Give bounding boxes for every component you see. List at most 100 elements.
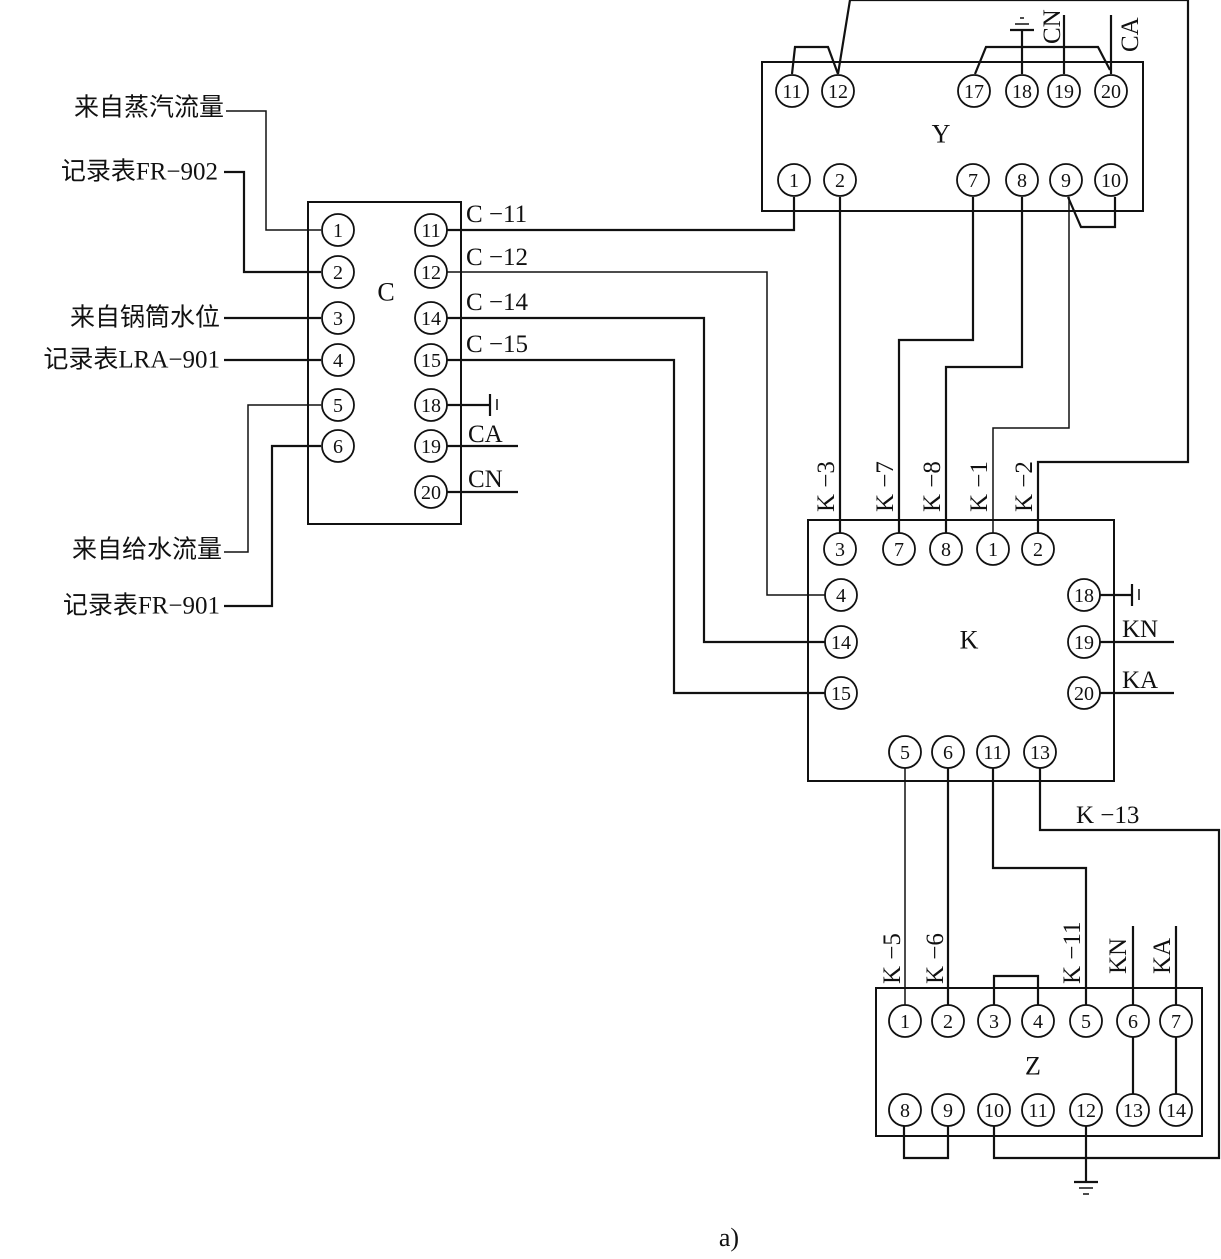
terminal-k-18: 18: [1067, 578, 1101, 612]
terminal-number: 8: [1017, 170, 1027, 192]
terminal-z-5: 5: [1069, 1004, 1103, 1038]
terminal-c-11: 11: [414, 213, 448, 247]
terminal-number: 7: [894, 539, 904, 561]
wire-label-c12: C −12: [466, 244, 528, 271]
terminal-y-18: 18: [1005, 74, 1039, 108]
source-label-feedwater-flow: 来自给水流量: [72, 536, 222, 564]
wire-label-cn: CN: [468, 466, 503, 493]
terminal-k-1: 1: [976, 532, 1010, 566]
terminal-circle: [1005, 163, 1039, 197]
terminal-circle: [1067, 625, 1101, 659]
terminal-c-2: 2: [321, 255, 355, 289]
terminal-c-1: 1: [321, 213, 355, 247]
terminal-circle: [1159, 1004, 1193, 1038]
terminal-y-7: 7: [956, 163, 990, 197]
device-c-right-terminals: 11 12 14 15 18 19 20: [414, 213, 448, 509]
terminal-circle: [823, 163, 857, 197]
terminal-y-9: 9: [1049, 163, 1083, 197]
terminal-circle: [1049, 163, 1083, 197]
terminal-c-6: 6: [321, 429, 355, 463]
wire-y9-k1: [992, 197, 1070, 533]
wire-k11-z5: [991, 768, 1088, 1008]
terminal-circle: [1094, 163, 1128, 197]
wire-y7-k7: [897, 197, 975, 533]
terminal-c-12: 12: [414, 255, 448, 289]
wire-y8-k8: [944, 197, 1024, 533]
terminal-c-15: 15: [414, 343, 448, 377]
terminal-number: 19: [1074, 632, 1094, 654]
terminal-circle: [888, 1004, 922, 1038]
device-k-box: [807, 519, 1115, 782]
terminal-number: 7: [968, 170, 978, 192]
figure-caption: a): [719, 1223, 739, 1252]
terminal-number: 4: [1033, 1011, 1043, 1033]
terminal-circle: [1005, 74, 1039, 108]
wire-feedwater-flow: [224, 404, 321, 553]
terminal-z-3: 3: [977, 1004, 1011, 1038]
ground-icon: [1074, 1180, 1098, 1195]
terminal-number: 14: [421, 308, 441, 330]
wire-label-kn: KN: [1122, 616, 1158, 643]
terminal-z-7: 7: [1159, 1004, 1193, 1038]
terminal-number: 18: [1074, 585, 1094, 607]
terminal-number: 1: [333, 220, 343, 242]
terminal-number: 7: [1171, 1011, 1181, 1033]
terminal-k-4: 4: [824, 578, 858, 612]
terminal-number: 14: [1166, 1100, 1186, 1122]
terminal-z-13: 13: [1116, 1093, 1150, 1127]
terminal-circle: [1047, 74, 1081, 108]
terminal-circle: [321, 343, 355, 377]
terminal-circle: [1069, 1093, 1103, 1127]
terminal-number: 6: [1128, 1011, 1138, 1033]
terminal-k-19: 19: [1067, 625, 1101, 659]
terminal-circle: [977, 1093, 1011, 1127]
terminal-circle: [321, 301, 355, 335]
terminal-circle: [931, 1004, 965, 1038]
wire-label-c15: C −15: [466, 331, 528, 358]
terminal-number: 13: [1030, 742, 1050, 764]
terminal-number: 2: [333, 262, 343, 284]
wire-c14-k14: [447, 316, 825, 644]
terminal-circle: [321, 213, 355, 247]
terminal-circle: [321, 429, 355, 463]
terminal-k-8: 8: [929, 532, 963, 566]
terminal-k-7: 7: [882, 532, 916, 566]
terminal-number: 20: [421, 482, 441, 504]
terminal-number: 18: [421, 395, 441, 417]
wire-label-ca: CA: [468, 421, 503, 448]
terminal-number: 9: [943, 1100, 953, 1122]
terminal-number: 3: [333, 308, 343, 330]
terminal-number: 5: [1081, 1011, 1091, 1033]
terminal-number: 5: [900, 742, 910, 764]
wire-label-k6: K −6: [922, 933, 949, 984]
terminal-number: 8: [900, 1100, 910, 1122]
terminal-y-10: 10: [1094, 163, 1128, 197]
wire-label-k5: K −5: [879, 933, 906, 984]
terminal-circle: [1067, 578, 1101, 612]
terminal-circle: [1067, 676, 1101, 710]
terminal-z-6: 6: [1116, 1004, 1150, 1038]
terminal-circle: [1069, 1004, 1103, 1038]
jumper-y17-y20: [973, 45, 1111, 75]
terminal-number: 15: [421, 350, 441, 372]
terminal-z-9: 9: [931, 1093, 965, 1127]
terminal-number: 11: [421, 220, 440, 242]
terminal-number: 6: [943, 742, 953, 764]
terminal-c-19: 19: [414, 429, 448, 463]
terminal-k-3: 3: [823, 532, 857, 566]
terminal-number: 2: [835, 170, 845, 192]
terminal-y-12: 12: [821, 74, 855, 108]
terminal-c-4: 4: [321, 343, 355, 377]
wire-label-k3: K −3: [813, 461, 840, 512]
wire-steam-flow: [226, 110, 321, 231]
wire-label-z-kn: KN: [1105, 938, 1132, 974]
terminal-number: 13: [1123, 1100, 1143, 1122]
terminal-y-20: 20: [1094, 74, 1128, 108]
